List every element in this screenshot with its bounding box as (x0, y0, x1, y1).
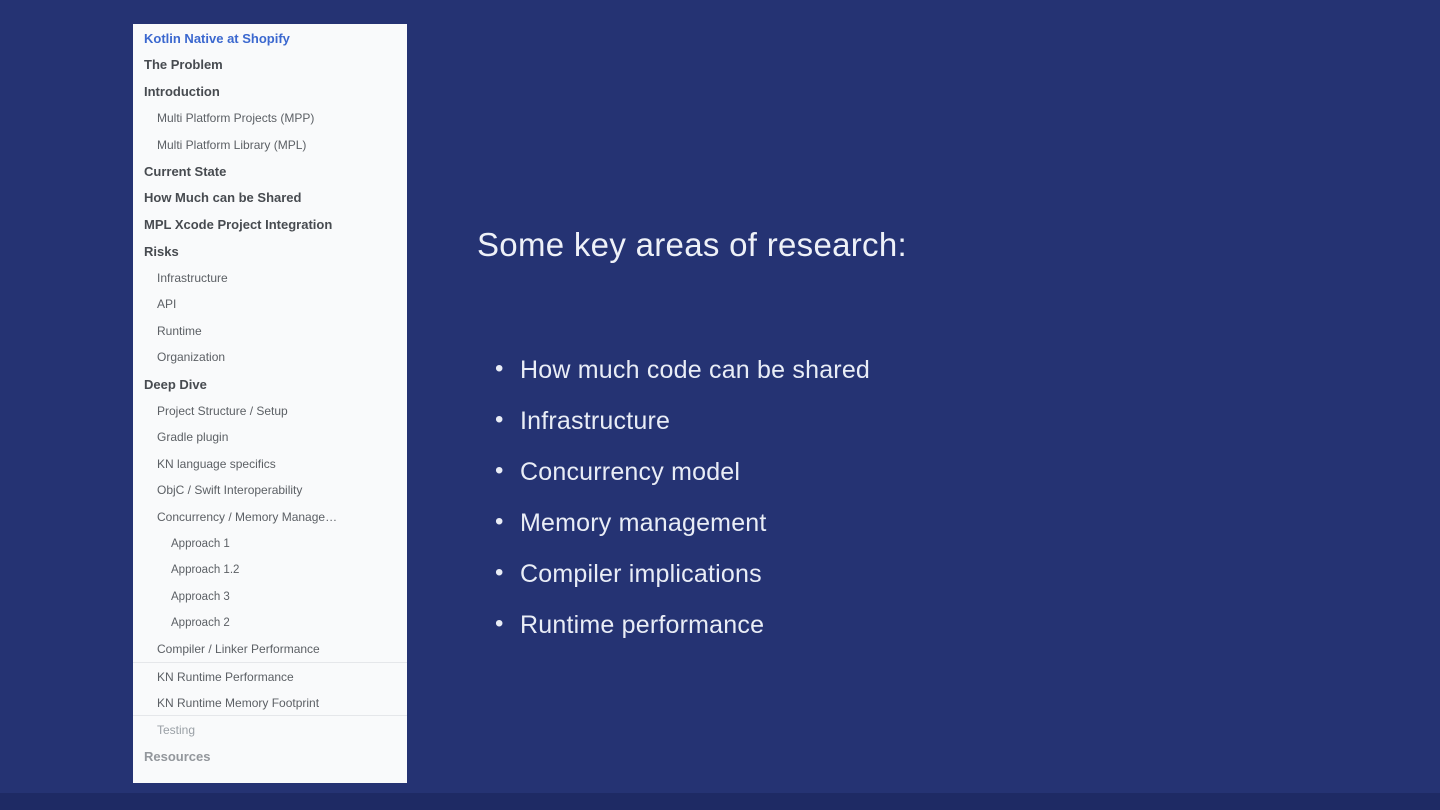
slide-bullet-list: • How much code can be shared • Infrastruct… (494, 355, 870, 661)
outline-item[interactable]: Introduction (133, 78, 407, 105)
bullet-icon: • (495, 457, 504, 484)
bullet-item-label: Concurrency model (520, 458, 741, 486)
outline-item[interactable]: Runtime (133, 318, 407, 345)
outline-item[interactable]: Project Structure / Setup (133, 397, 407, 424)
outline-item[interactable]: Approach 2 (133, 610, 407, 637)
outline-item-label: ObjC / Swift Interoperability (157, 483, 303, 498)
bullet-item: • Runtime performance (494, 610, 870, 640)
outline-item-label: KN Runtime Performance (157, 669, 294, 684)
bullet-item: • Concurrency model (494, 457, 870, 487)
outline-item-label: Approach 1 (171, 537, 230, 550)
outline-item[interactable]: Risks (133, 238, 407, 265)
outline-item-label: The Problem (144, 57, 223, 73)
outline-item-label: Kotlin Native at Shopify (144, 30, 290, 46)
outline-item-label: Gradle plugin (157, 430, 229, 445)
outline-item-label: Organization (157, 350, 226, 365)
bullet-item-label: How much code can be shared (520, 356, 871, 384)
bullet-item: • Compiler implications (494, 559, 870, 589)
outline-item[interactable]: KN language specifics (133, 451, 407, 478)
outline-item[interactable]: How Much can be Shared (133, 185, 407, 212)
outline-item[interactable]: Infrastructure (133, 264, 407, 291)
outline-item[interactable]: The Problem (133, 52, 407, 79)
outline-item-label: Approach 2 (171, 617, 230, 630)
outline-item-label: Compiler / Linker Performance (157, 642, 320, 657)
outline-item[interactable]: Approach 1.2 (133, 557, 407, 584)
outline-item[interactable]: Resources (133, 743, 407, 770)
bullet-item-label: Compiler implications (520, 560, 762, 588)
outline-item[interactable]: Current State (133, 158, 407, 185)
outline-item-label: Current State (144, 163, 227, 179)
outline-item-label: Project Structure / Setup (157, 403, 288, 418)
outline-item[interactable]: ObjC / Swift Interoperability (133, 477, 407, 504)
bullet-icon: • (495, 610, 504, 637)
outline-item[interactable]: KN Runtime Performance (133, 663, 407, 690)
bullet-item-label: Runtime performance (520, 611, 765, 639)
slide-title: Some key areas of research: (477, 226, 907, 263)
outline-item[interactable]: API (133, 291, 407, 318)
bullet-item-label: Memory management (520, 509, 767, 537)
outline-item-label: Infrastructure (157, 270, 228, 285)
outline-item[interactable]: Deep Dive (133, 371, 407, 398)
slide-bottom-edge (0, 793, 1440, 810)
bullet-icon: • (495, 559, 504, 586)
bullet-item: • Memory management (494, 508, 870, 538)
bullet-icon: • (495, 355, 504, 382)
outline-item-label: KN language specifics (157, 456, 276, 471)
outline-item-label: How Much can be Shared (144, 190, 302, 206)
outline-item[interactable]: Concurrency / Memory Manage… (133, 504, 407, 531)
outline-item-label: Approach 1.2 (171, 564, 240, 577)
outline-item[interactable]: Multi Platform Projects (MPP) (133, 105, 407, 132)
outline-item-label: Approach 3 (171, 590, 230, 603)
outline-item-label: Introduction (144, 83, 220, 99)
outline-item[interactable]: KN Runtime Memory Footprint (133, 690, 407, 717)
outline-item-label: Testing (157, 722, 196, 737)
outline-item[interactable]: Testing (133, 716, 407, 743)
outline-item[interactable]: MPL Xcode Project Integration (133, 211, 407, 238)
outline-item-label: Multi Platform Projects (MPP) (157, 111, 315, 126)
outline-item-label: MPL Xcode Project Integration (144, 216, 333, 232)
outline-item[interactable]: Gradle plugin (133, 424, 407, 451)
bullet-item-label: Infrastructure (520, 407, 671, 435)
bullet-item: • Infrastructure (494, 406, 870, 436)
outline-item-label: Resources (144, 748, 211, 764)
outline-item[interactable]: Organization (133, 344, 407, 371)
outline-item-label: Multi Platform Library (MPL) (157, 137, 307, 152)
outline-item-label: Concurrency / Memory Manage… (157, 509, 338, 524)
outline-item-label: API (157, 297, 177, 312)
outline-item[interactable]: Multi Platform Library (MPL) (133, 131, 407, 158)
bullet-icon: • (495, 508, 504, 535)
outline-item-label: Deep Dive (144, 376, 207, 392)
outline-item-label: KN Runtime Memory Footprint (157, 695, 320, 710)
outline-item[interactable]: Approach 3 (133, 583, 407, 610)
outline-item-label: Runtime (157, 323, 202, 338)
outline-item-label: Risks (144, 243, 179, 259)
bullet-item: • How much code can be shared (494, 355, 870, 385)
outline-item[interactable]: Compiler / Linker Performance (133, 637, 407, 664)
outline-item[interactable]: Approach 1 (133, 530, 407, 557)
outline-item[interactable]: Kotlin Native at Shopify (133, 25, 407, 52)
bullet-icon: • (495, 406, 504, 433)
